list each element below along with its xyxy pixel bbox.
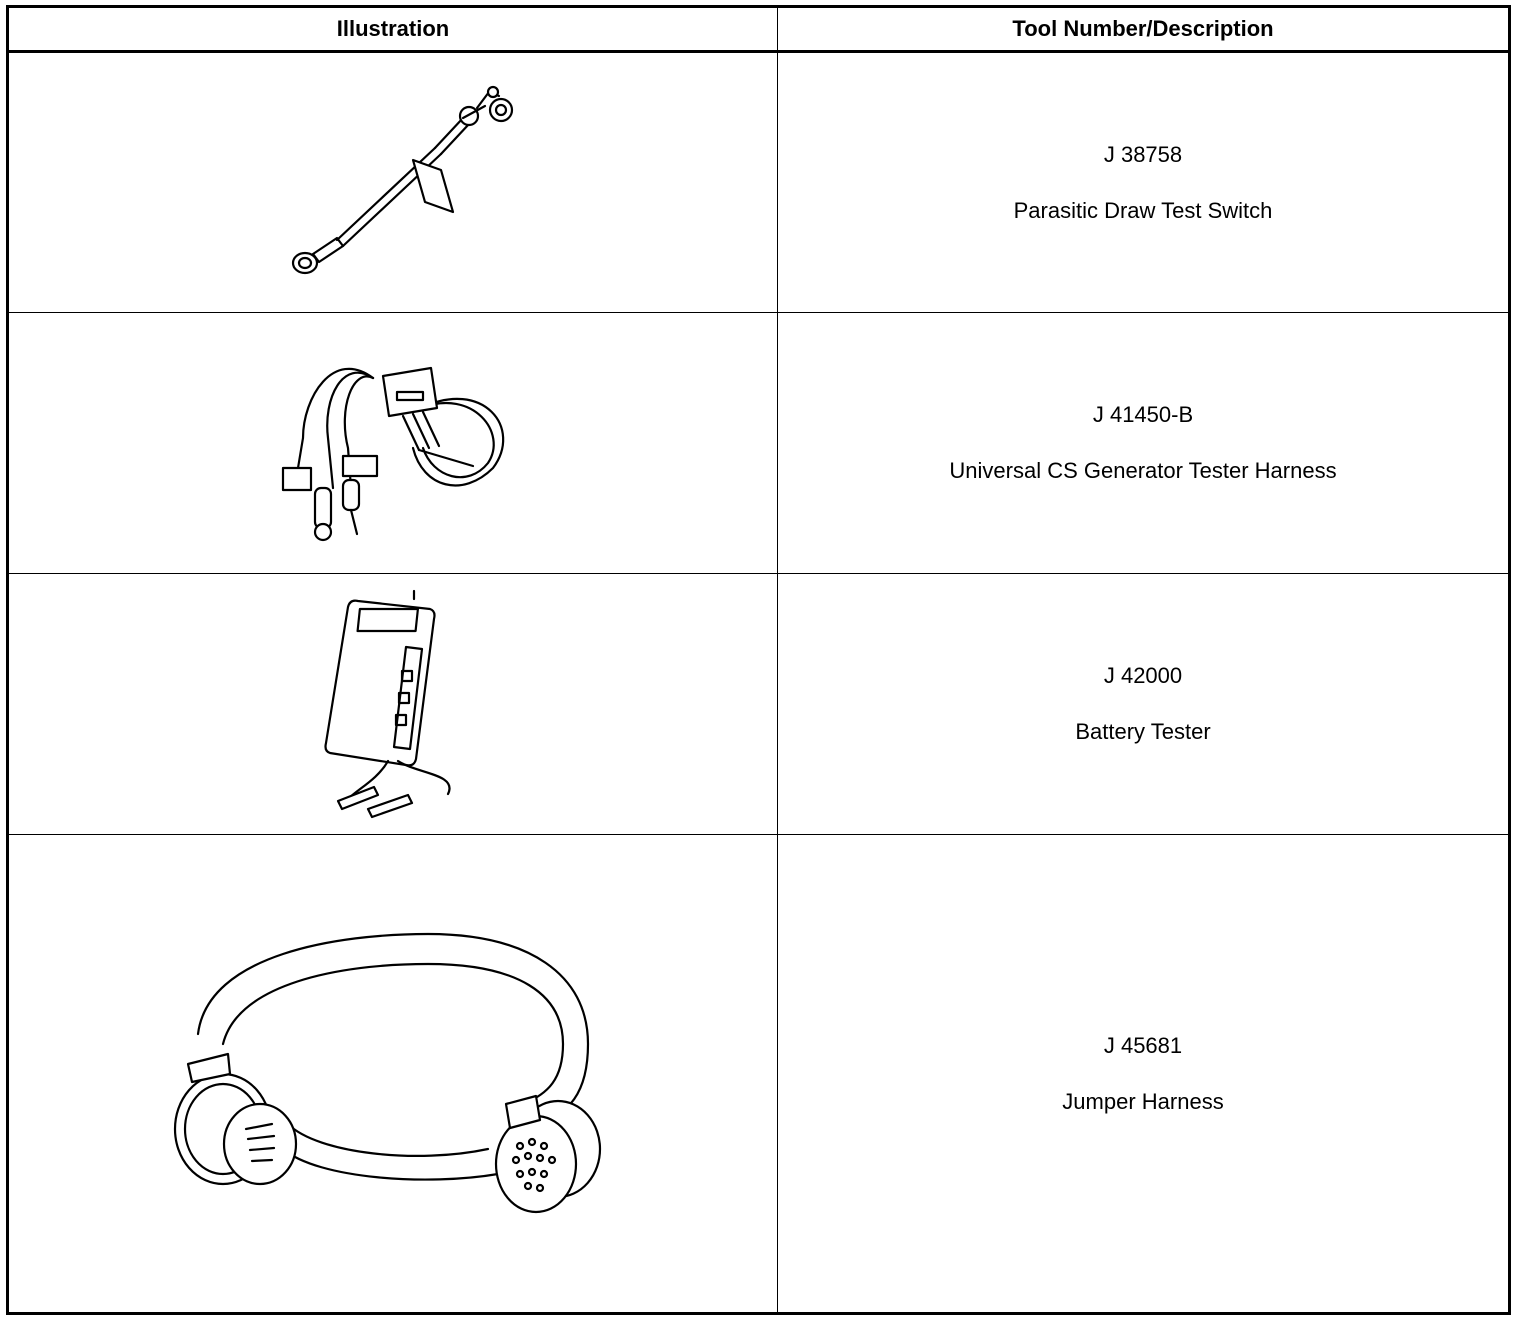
illustration-cell [7,573,778,835]
table-row: J 45681 Jumper Harness [7,834,1510,1314]
tool-number: J 42000 [1103,663,1183,688]
table-row: J 42000 Battery Tester [7,573,1510,835]
illustration-cell [7,834,778,1314]
description-cell: J 42000 Battery Tester [777,573,1510,835]
table-header-row: Illustration Tool Number/Description [7,6,1510,53]
tool-description: Jumper Harness [1062,1088,1224,1114]
illustration-cell [7,312,778,574]
description-cell: J 41450-B Universal CS Generator Tester … [777,312,1510,574]
description-cell: J 38758 Parasitic Draw Test Switch [777,51,1510,313]
tool-number: J 38758 [1103,141,1183,167]
battery-tester-icon [324,589,451,819]
connector-pins [511,1137,557,1192]
jumper-harness-icon [173,932,602,1213]
special-tools-table: Illustration Tool Number/Description [6,5,1511,1315]
header-illustration: Illustration [7,6,778,53]
tool-description: Universal CS Generator Tester Harness [949,458,1337,483]
illustration-cell [7,51,778,313]
tool-number: J 45681 [1103,1032,1183,1058]
table-row: J 38758 Parasitic Draw Test Switch [7,51,1510,313]
description-cell: J 45681 Jumper Harness [777,834,1510,1314]
generator-tester-harness-icon [281,366,505,542]
table-row: J 41450-B Universal CS Generator Tester … [7,312,1510,574]
parasitic-draw-test-switch-icon [291,85,514,274]
tool-description: Parasitic Draw Test Switch [1013,197,1273,223]
header-tool-number-description: Tool Number/Description [777,6,1510,53]
tool-description: Battery Tester [1075,719,1211,744]
tool-number: J 41450-B [1092,402,1194,427]
